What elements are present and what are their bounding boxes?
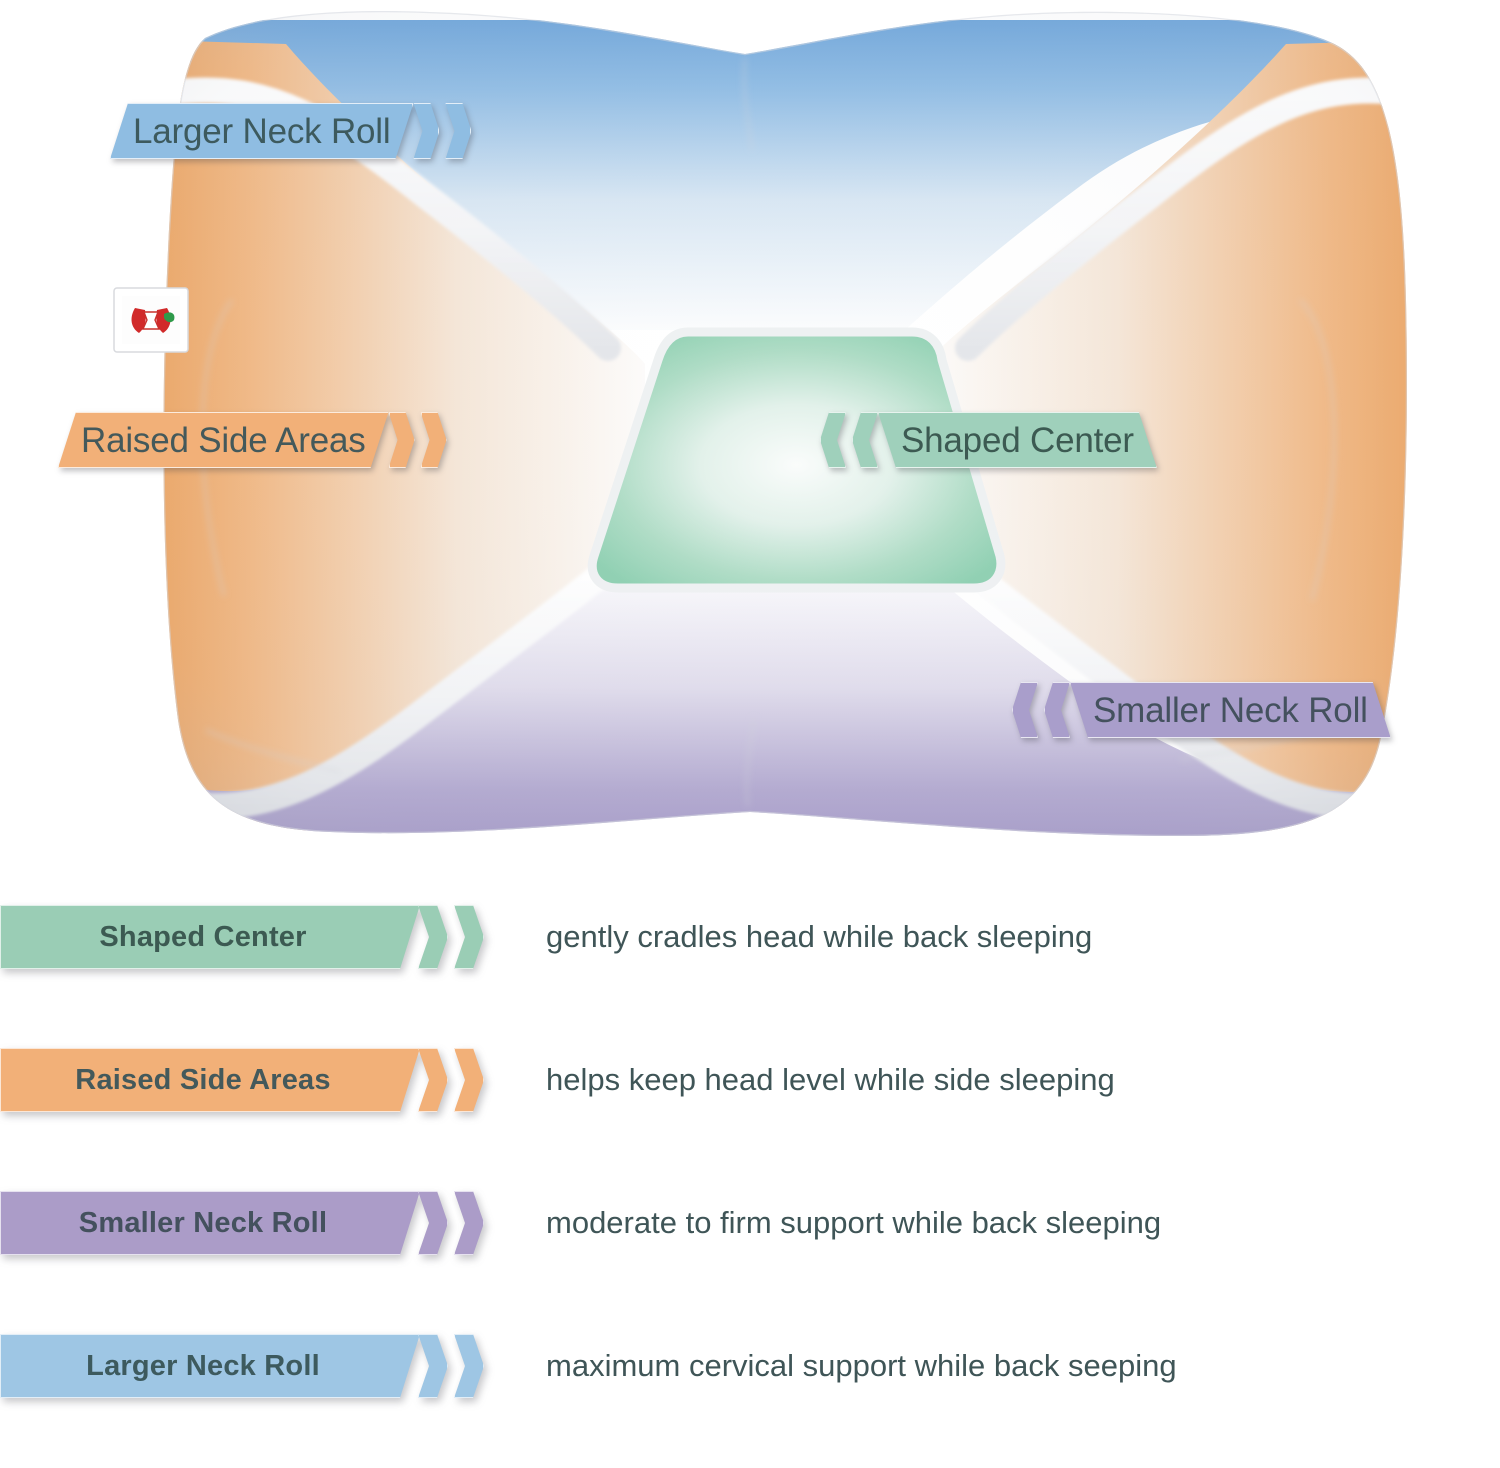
callout-smaller-neck-roll[interactable]: Smaller Neck Roll [1012,682,1391,738]
legend-row[interactable]: Smaller Neck Roll moderate to firm suppo… [0,1191,1500,1334]
legend-description: helps keep head level while side sleepin… [546,1062,1115,1097]
legend-label: Larger Neck Roll [86,1349,320,1382]
chevron-right-icon [418,905,448,969]
chevron-right-icon [413,103,440,159]
legend-label: Smaller Neck Roll [78,1206,328,1239]
chevron-right-icon [418,1191,448,1255]
pillow-diagram: Larger Neck Roll Raised Side Areas Shape… [0,11,1407,836]
chevron-left-icon [1012,682,1038,738]
callout-label: Shaped Center [901,420,1134,460]
callout-larger-neck-roll[interactable]: Larger Neck Roll [110,103,472,159]
legend-banner-body: Raised Side Areas [0,1048,420,1112]
legend-banner-body: Larger Neck Roll [0,1334,420,1398]
chevron-right-icon [454,1048,484,1112]
legend-banner-raised-side-areas[interactable]: Raised Side Areas [0,1048,484,1112]
chevron-right-icon [418,1334,448,1398]
legend-banner-shaped-center[interactable]: Shaped Center [0,905,484,969]
legend-row[interactable]: Raised Side Areas helps keep head level … [0,1048,1500,1191]
chevron-right-icon [420,412,447,468]
legend-description: gently cradles head while back sleeping [546,919,1093,954]
chevron-left-icon [1044,682,1070,738]
care-tag [113,287,189,353]
legend-banner-body: Smaller Neck Roll [0,1191,420,1255]
callout-shaped-center[interactable]: Shaped Center [820,412,1157,468]
chevron-right-icon [454,1191,484,1255]
chevron-right-icon [454,1334,484,1398]
callout-raised-side-areas[interactable]: Raised Side Areas [58,412,447,468]
legend-description: maximum cervical support while back seep… [546,1348,1177,1383]
legend-banner-body: Shaped Center [0,905,420,969]
callout-body: Shaped Center [878,412,1157,468]
chevron-right-icon [388,412,415,468]
legend-banner-larger-neck-roll[interactable]: Larger Neck Roll [0,1334,484,1398]
callout-body: Smaller Neck Roll [1070,682,1391,738]
chevron-right-icon [454,905,484,969]
chevron-left-icon [852,412,878,468]
legend-banner-smaller-neck-roll[interactable]: Smaller Neck Roll [0,1191,484,1255]
legend-row[interactable]: Shaped Center gently cradles head while … [0,905,1500,1048]
legend-list: Shaped Center gently cradles head while … [0,905,1500,1468]
legend-label: Raised Side Areas [75,1063,331,1096]
callout-label: Raised Side Areas [81,420,366,460]
callout-body: Raised Side Areas [58,412,389,468]
legend-description: moderate to firm support while back slee… [546,1205,1162,1240]
chevron-right-icon [445,103,472,159]
callout-body: Larger Neck Roll [110,103,413,159]
chevron-left-icon [820,412,846,468]
chevron-right-icon [418,1048,448,1112]
legend-label: Shaped Center [99,920,307,953]
callout-label: Larger Neck Roll [133,111,391,151]
callout-label: Smaller Neck Roll [1093,690,1368,730]
legend-row[interactable]: Larger Neck Roll maximum cervical suppor… [0,1334,1500,1468]
